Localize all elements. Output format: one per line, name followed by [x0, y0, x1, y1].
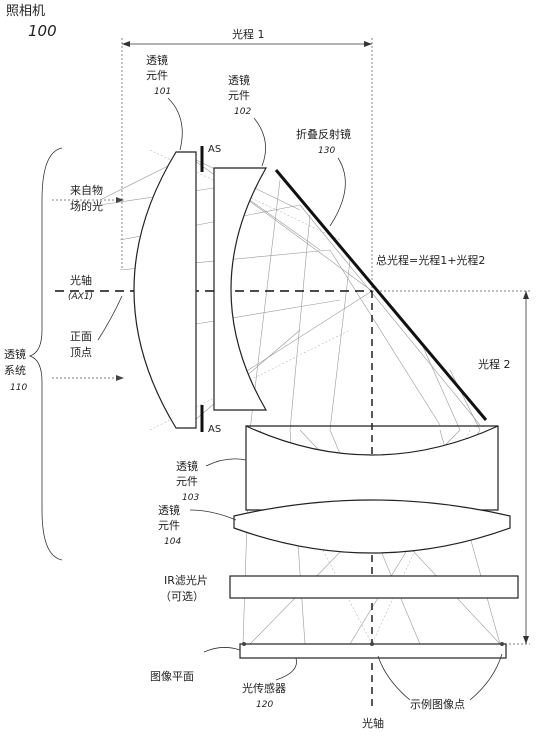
mirror-label: 折叠反射镜	[296, 127, 351, 141]
optical-axis-left-label: 光轴	[70, 273, 92, 287]
lens101-label-line2: 元件	[146, 69, 168, 82]
path2-label: 光程 2	[478, 357, 511, 371]
lens-element-101	[133, 151, 197, 429]
lens102-label-line2: 元件	[228, 89, 250, 102]
lens102-leader	[253, 117, 266, 167]
lens104-number: 104	[164, 537, 181, 547]
example-point-left	[242, 642, 246, 646]
lens-system-brace	[28, 147, 63, 561]
aperture-label-top: AS	[208, 144, 221, 155]
path2-dimension: 光程 2	[372, 290, 530, 645]
lens103-number: 103	[182, 493, 199, 503]
lens104-label-line2: 元件	[158, 519, 180, 532]
sensor-number: 120	[256, 700, 273, 710]
lens104-label-line1: 透镜	[158, 503, 180, 517]
example-points-leader-left	[377, 655, 411, 701]
ir-filter-label-line2: （可选）	[160, 590, 204, 603]
lens103-leader	[205, 458, 247, 467]
example-points-leader-right	[469, 653, 503, 701]
lens104-leader	[189, 509, 237, 521]
front-vertex-leader	[97, 295, 123, 341]
light-sensor-120	[239, 643, 507, 659]
lens103-label-line1: 透镜	[176, 459, 198, 473]
fold-mirror-130	[274, 169, 488, 421]
lens101-number: 101	[154, 87, 171, 97]
mirror-number: 130	[318, 146, 335, 156]
path1-label: 光程 1	[232, 27, 265, 41]
light-from-object-line1: 来自物	[70, 183, 103, 197]
image-plane-label: 图像平面	[150, 670, 194, 683]
lens102-number: 102	[234, 107, 251, 117]
example-point-center	[370, 642, 374, 646]
sensor-leader	[275, 657, 297, 681]
optical-axis-left-code: (AX1)	[68, 292, 93, 302]
lens-element-102	[213, 167, 268, 411]
lens102-label-line1: 透镜	[228, 73, 250, 87]
front-vertex-line2: 顶点	[70, 346, 92, 359]
example-points-label: 示例图像点	[410, 697, 465, 711]
camera-number: 100	[28, 22, 57, 40]
ir-filter	[229, 575, 519, 599]
incoming-light-arrows	[52, 197, 124, 381]
mirror-leader	[329, 157, 346, 227]
lens-system-label-line1: 透镜	[4, 347, 26, 361]
optical-axis-bottom-label: 光轴	[362, 716, 384, 730]
lens-system-number: 110	[10, 383, 27, 393]
image-plane-leader	[203, 647, 241, 653]
lens101-label-line1: 透镜	[146, 53, 168, 67]
lens-element-104	[233, 499, 511, 554]
camera-title: 照相机	[6, 4, 45, 19]
lens-element-103	[245, 425, 499, 511]
aperture-label-bottom: AS	[208, 424, 221, 435]
light-from-object-line2: 场的光	[70, 199, 103, 213]
total-path-label: 总光程=光程1+光程2	[376, 253, 485, 267]
lens-system-label-line2: 系统	[4, 364, 26, 377]
lens103-label-line2: 元件	[176, 475, 198, 488]
sensor-label: 光传感器	[242, 681, 286, 695]
lens101-leader	[167, 97, 183, 151]
ir-filter-label-line1: IR滤光片	[164, 573, 208, 587]
example-point-right	[500, 642, 504, 646]
front-vertex-line1: 正面	[70, 330, 92, 343]
path1-dimension: 光程 1	[121, 27, 373, 290]
